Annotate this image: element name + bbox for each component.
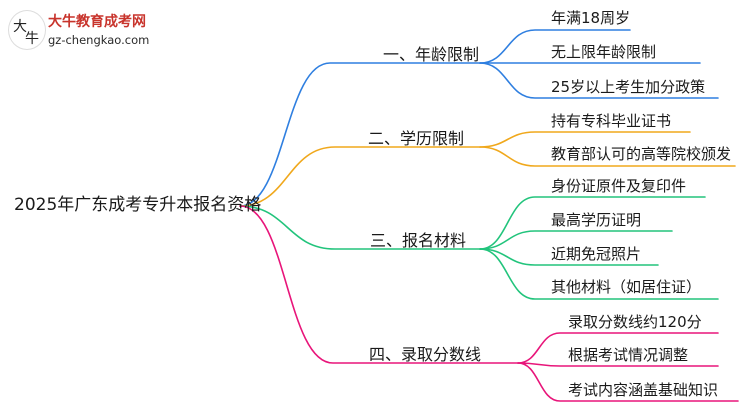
connector-branch-2 — [239, 146, 481, 207]
leaf-score-2: 根据考试情况调整 — [568, 346, 689, 364]
site-logo: 大 牛 大牛教育成考网 gz-chengkao.com — [8, 8, 173, 50]
connector-leaf-4-3 — [517, 362, 739, 402]
connector-branch-4 — [239, 205, 519, 364]
leaf-score-1: 录取分数线约120分 — [568, 313, 702, 331]
branch-education: 二、学历限制 — [368, 129, 465, 148]
root-node: 2025年广东成考专升本报名资格 — [14, 195, 262, 215]
logo-mark-glyph-2: 牛 — [25, 31, 39, 47]
connector-leaf-3-3 — [479, 248, 659, 266]
connector-leaf-2-1 — [479, 131, 691, 148]
connector-leaf-4-2 — [517, 362, 719, 367]
connector-leaf-4-1 — [517, 332, 719, 364]
leaf-mat-2: 最高学历证明 — [551, 211, 642, 229]
connector-branch-1 — [239, 62, 481, 207]
leaf-mat-1: 身份证原件及复印件 — [551, 177, 687, 195]
leaf-age-1: 年满18周岁 — [551, 9, 631, 27]
connector-leaf-1-3 — [479, 62, 719, 99]
connector-leaf-2-2 — [479, 146, 736, 167]
leaf-age-3: 25岁以上考生加分政策 — [551, 78, 706, 96]
logo-url: gz-chengkao.com — [48, 33, 150, 47]
connector-leaf-3-4 — [479, 248, 719, 300]
connector-branch-3 — [239, 205, 481, 250]
branch-score: 四、录取分数线 — [369, 345, 482, 364]
leaf-edu-2: 教育部认可的高等院校颁发 — [551, 145, 732, 163]
leaf-mat-3: 近期免冠照片 — [551, 245, 642, 263]
branch-age: 一、年龄限制 — [383, 45, 480, 64]
connector-leaf-1-1 — [479, 29, 631, 64]
leaf-mat-4: 其他材料（如居住证） — [551, 278, 702, 296]
logo-mark-glyph-1: 大 — [13, 19, 27, 35]
logo-title: 大牛教育成考网 — [48, 14, 146, 30]
leaf-score-3: 考试内容涵盖基础知识 — [568, 381, 719, 399]
logo-mark: 大 牛 — [8, 10, 46, 50]
connector-leaf-3-2 — [479, 230, 673, 250]
leaf-edu-1: 持有专科毕业证书 — [551, 112, 672, 130]
branch-materials: 三、报名材料 — [370, 231, 467, 250]
connector-leaf-3-1 — [479, 196, 706, 250]
leaf-age-2: 无上限年龄限制 — [551, 43, 657, 61]
